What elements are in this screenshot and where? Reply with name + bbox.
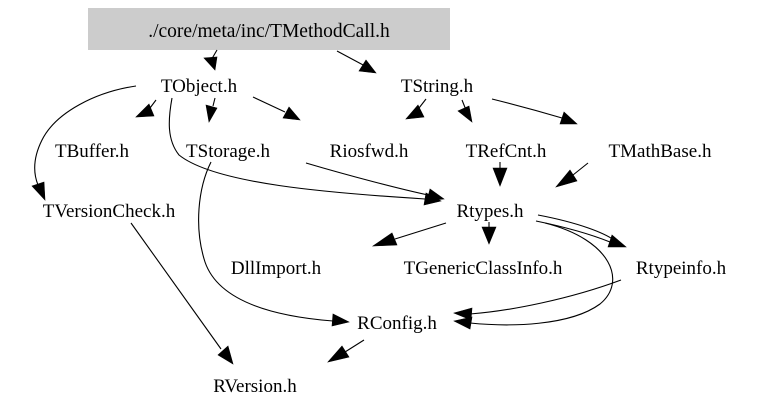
node-tversioncheck[interactable]: TVersionCheck.h	[43, 201, 176, 222]
node-tmathbase[interactable]: TMathBase.h	[609, 141, 712, 162]
node-rconfig[interactable]: RConfig.h	[357, 313, 437, 334]
node-riosfwd[interactable]: Riosfwd.h	[330, 141, 409, 162]
edge-layer	[31, 49, 627, 365]
edge-tobject-to-tversioncheck	[31, 85, 137, 201]
edge-trefcnt-to-rtypes	[492, 162, 508, 187]
node-tbuffer[interactable]: TBuffer.h	[55, 141, 130, 162]
node-rtypeinfo[interactable]: Rtypeinfo.h	[636, 258, 727, 279]
edge-root-to-tobject	[203, 49, 218, 71]
node-rtypes[interactable]: Rtypes.h	[456, 201, 524, 222]
root-node-label: ./core/meta/inc/TMethodCall.h	[148, 21, 390, 42]
edge-rconfig-to-rversion	[327, 339, 365, 363]
node-tstorage[interactable]: TStorage.h	[186, 141, 270, 162]
node-label-layer: TObject.h TString.h TBuffer.h TStorage.h…	[43, 76, 727, 397]
node-dllimport[interactable]: DllImport.h	[231, 258, 322, 279]
node-tgenericclassinfo[interactable]: TGenericClassInfo.h	[404, 258, 563, 279]
edge-tversioncheck-to-rversion	[130, 222, 234, 365]
node-tobject[interactable]: TObject.h	[161, 76, 238, 97]
edge-rtypes-to-tgenericclassinfo	[481, 222, 497, 245]
node-tstring[interactable]: TString.h	[401, 76, 474, 97]
edge-tstorage-to-rconfig	[198, 161, 350, 327]
edge-rtypes-to-rconfig	[453, 222, 614, 330]
edge-tstring-to-trefcnt	[405, 98, 427, 120]
edge-tmathbase-to-rtypes	[555, 162, 589, 188]
edge-rtypeinfo-to-rconfig	[453, 279, 622, 321]
edge-riosfwd-to-rtypes	[305, 162, 445, 202]
edge-tstring-to-tmathbase	[491, 98, 578, 125]
edge-tobject-to-riosfwd	[252, 96, 301, 121]
edge-root-to-tstring	[336, 50, 377, 74]
root-node-box	[88, 8, 450, 50]
node-trefcnt[interactable]: TRefCnt.h	[466, 141, 547, 162]
edge-tobject-to-tstorage	[205, 97, 218, 123]
edge-rtypes-to-dllimport	[371, 222, 447, 247]
edge-rtypes-to-rtypeinfo	[535, 214, 627, 248]
edge-tstring-to-rtypes	[457, 99, 473, 123]
node-rversion[interactable]: RVersion.h	[213, 376, 297, 397]
edge-tobject-to-tbuffer	[135, 99, 157, 118]
